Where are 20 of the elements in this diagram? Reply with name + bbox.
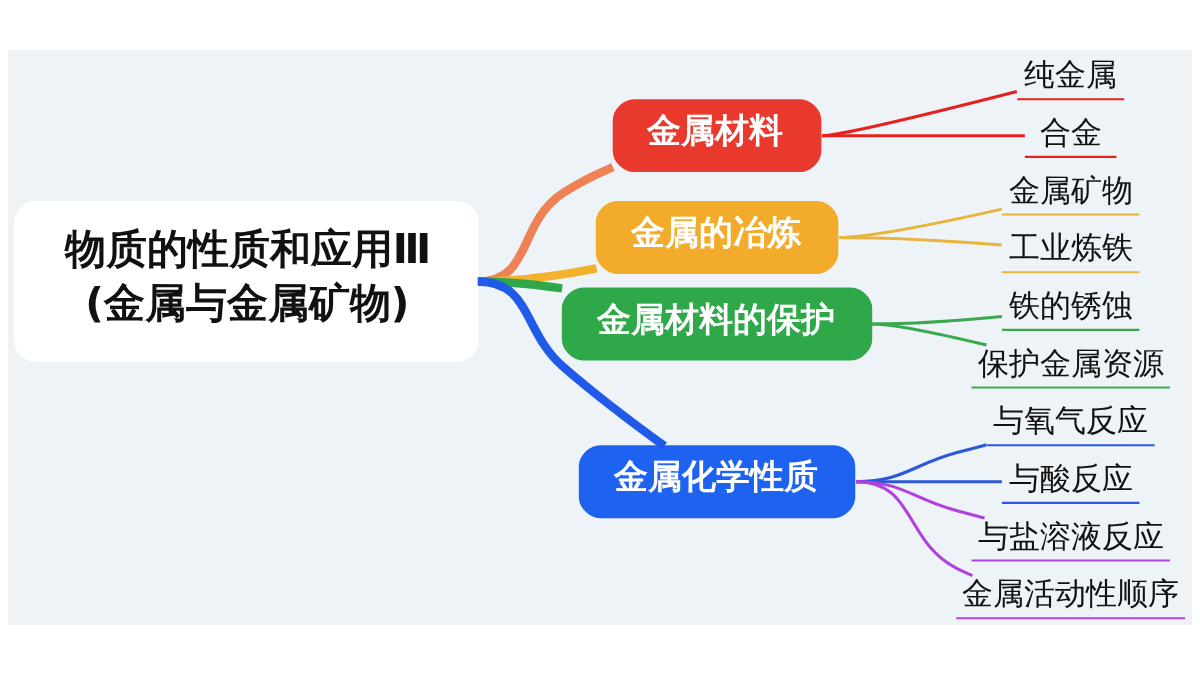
connector — [822, 134, 1025, 138]
node-box: 金属化学性质 — [578, 445, 856, 519]
node-text: 合金 — [1039, 115, 1102, 151]
connector — [477, 277, 667, 450]
connector — [839, 235, 1002, 247]
node-text: 纯金属 — [1024, 57, 1118, 93]
node-text: 与盐溶液反应 — [977, 518, 1164, 554]
connector — [856, 480, 974, 578]
node-text: 铁的锈蚀 — [1008, 288, 1133, 324]
node-box: 金属材料的保护 — [561, 287, 873, 361]
connector — [871, 322, 987, 347]
node-text: 工业炼铁 — [1008, 230, 1133, 266]
node-text: 与酸反应 — [1008, 461, 1133, 497]
node-text: 保护金属资源 — [977, 345, 1164, 381]
node-box: 金属的冶炼 — [595, 200, 839, 274]
node-text: 与氧气反应 — [993, 403, 1149, 439]
node-text: 金属活动性顺序 — [962, 576, 1180, 612]
node-box: 金属材料 — [612, 99, 822, 173]
node-text: 金属矿物 — [1008, 172, 1133, 208]
node-box: 物质的性质和应用Ⅲ (金属与金属矿物) — [13, 200, 479, 363]
